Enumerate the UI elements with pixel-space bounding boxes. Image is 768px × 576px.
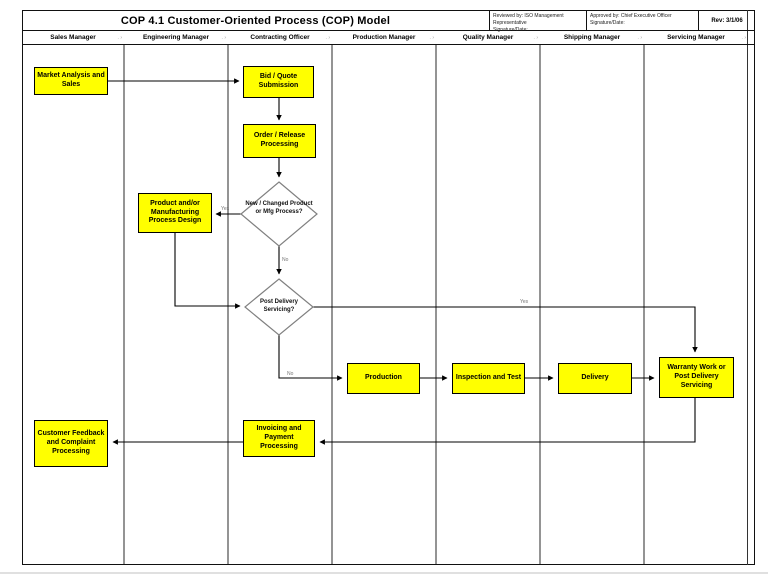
lane-header-contracting: Contracting Officer . › [228,31,332,45]
decision-diamond-new-changed [240,181,318,247]
edge-label-yes: Yes [520,299,529,305]
reviewed-signature-label: Signature/Date: [493,27,528,33]
lane-header-label: Production Manager [352,34,416,41]
title-bar [22,10,755,31]
process-production: Production [347,363,420,394]
revision-badge: Rev: 3/1/06 [698,10,755,31]
edge-design-to-decision2 [174,233,241,309]
process-invoicing: Invoicing and Payment Processing [243,420,315,457]
process-warranty: Warranty Work or Post Delivery Servicing [659,357,734,398]
edges [108,78,698,445]
edge-decision2-yes-to-warranty [313,306,698,353]
reviewed-by-label: Reviewed by: ISO Management Representati… [493,13,564,26]
lane-header-label: Servicing Manager [667,34,725,41]
lane-header-label: Shipping Manager [563,34,621,41]
page-edge-shadow [0,572,768,574]
lane-header-band [22,31,755,45]
process-customer-feedback: Customer Feedback and Complaint Processi… [34,420,108,467]
reviewed-by-cell: Reviewed by: ISO Management Representati… [489,10,586,33]
process-order-release: Order / Release Processing [243,124,316,158]
page-title: COP 4.1 Customer-Oriented Process (COP) … [120,14,391,27]
approved-by-cell: Approved by: Chief Executive Officer Sig… [586,10,698,31]
process-bid-quote: Bid / Quote Submission [243,66,314,98]
lane-header-label: Contracting Officer [250,34,310,41]
decision-new-changed-label: New / Changed Product or Mfg Process? [245,201,313,215]
lane-header-mark: . › [533,35,538,41]
edge-label-yes: Yes [221,206,230,212]
approved-signature-label: Signature/Date: [590,20,625,26]
lane-header-mark: . › [117,35,122,41]
lane-header-quality: Quality Manager . › [436,31,540,45]
lane-header-mark: . › [637,35,642,41]
lane-header-servicing: Servicing Manager . › [644,31,748,45]
approved-by-label: Approved by: Chief Executive Officer [590,13,672,19]
lane-header-mark: . › [221,35,226,41]
process-delivery: Delivery [558,363,632,394]
double-border-line [747,10,748,565]
lane-header-mark: . › [741,35,746,41]
edge-label-no: No [287,371,294,377]
process-inspection-test: Inspection and Test [452,363,525,394]
lane-header-label: Engineering Manager [142,34,210,41]
lane-header-label: Sales Manager [50,34,96,41]
decision-post-delivery-label: Post Delivery Servicing? [259,299,299,313]
edge-warranty-to-invoicing [319,398,696,445]
decision-diamond-post-delivery [244,278,314,336]
lane-header-mark: . › [325,35,330,41]
lane-header-shipping: Shipping Manager . › [540,31,644,45]
edge-label-no: No [282,257,289,263]
lane-header-sales: Sales Manager . › [22,31,124,45]
edge-decision2-no-to-production [278,335,343,381]
lane-header-engineering: Engineering Manager . › [124,31,228,45]
process-product-design: Product and/or Manufacturing Process Des… [138,193,212,233]
process-market-analysis: Market Analysis and Sales [34,67,108,95]
lane-divider-lines [123,45,645,564]
lane-header-mark: . › [429,35,434,41]
diagram-frame [22,10,755,565]
lane-header-production: Production Manager . › [332,31,436,45]
lane-header-label: Quality Manager [462,34,514,41]
